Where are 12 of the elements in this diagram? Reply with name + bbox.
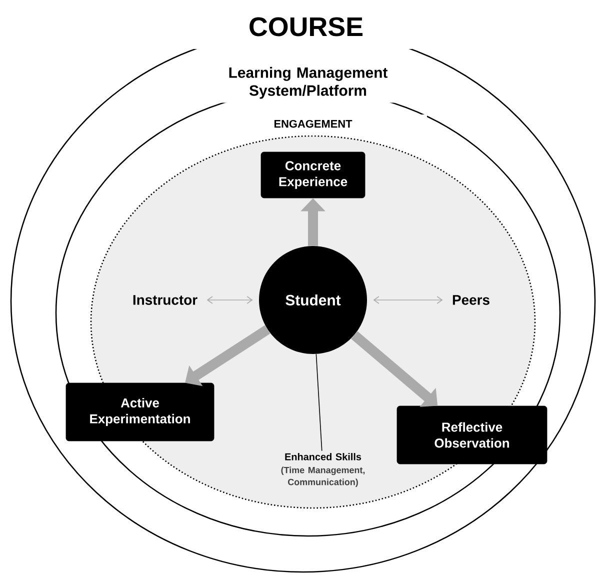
node-label: Learning Management [229, 66, 388, 81]
double-arrow [206, 296, 253, 304]
stage-box: Concrete Experience [260, 152, 366, 198]
actor-label: Peers [452, 295, 490, 305]
node-label: ENGAGEMENT [274, 120, 352, 128]
double-arrow [373, 296, 443, 304]
stage-box: Active Experimentation [66, 382, 214, 442]
actor-label: Instructor [133, 295, 198, 305]
stage-box: Reflective Observation [396, 406, 548, 464]
skills-label: Enhanced Skills (Time Management, Communication) [281, 453, 365, 487]
leader-line [316, 354, 322, 452]
flow-arrow [185, 325, 270, 386]
